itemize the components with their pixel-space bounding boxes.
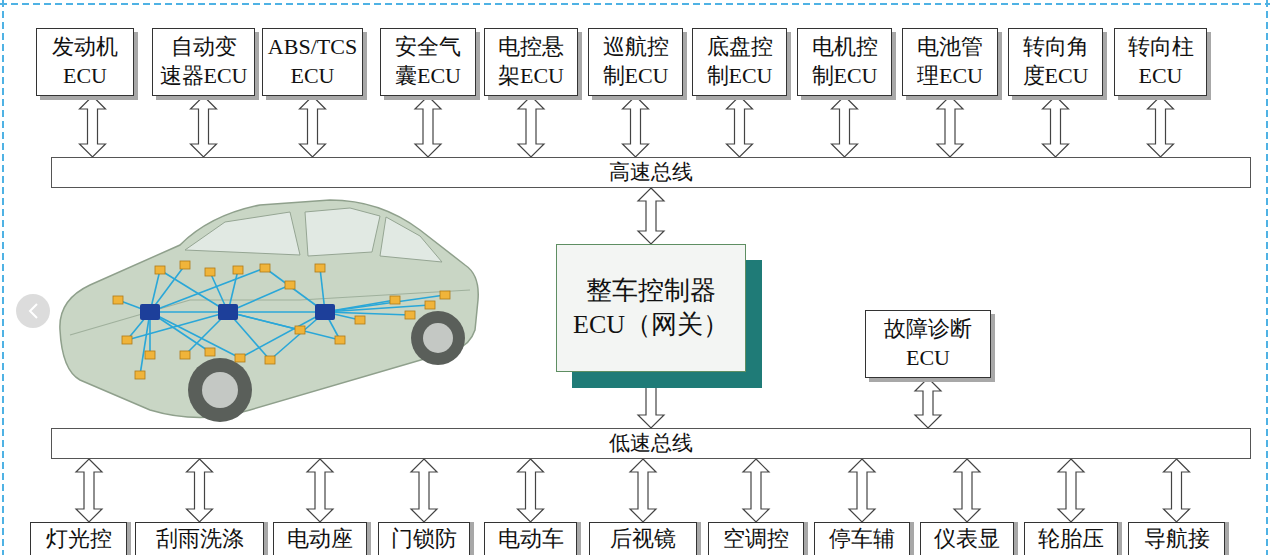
box-label: 电控悬 架ECU (488, 33, 574, 90)
box-label: 电动座 (287, 525, 353, 554)
frame-line (1266, 0, 1268, 555)
box-label: 电池管 理ECU (906, 33, 994, 90)
ecu-box: 底盘控 制ECU (692, 28, 787, 96)
ecu-box: 转向角 度ECU (1008, 28, 1103, 96)
bus-arrow (638, 188, 664, 244)
bus-arrow (1058, 459, 1084, 522)
ecu-box: 电动座 (273, 522, 367, 555)
car-illustration (60, 200, 478, 422)
box-label: 停车辅 (829, 525, 895, 554)
bus-arrow (727, 96, 753, 157)
box-label: 刮雨洗涤 (156, 525, 244, 554)
ecu-box: 发动机 ECU (36, 28, 134, 96)
ecu-box: 灯光控 (30, 522, 127, 555)
box-label: 轮胎压 (1038, 525, 1104, 554)
bus-arrow (954, 459, 980, 522)
bus-arrow (915, 378, 941, 428)
box-label: 整车控制器 ECU（网关） (560, 274, 742, 342)
bus-arrow (300, 96, 326, 157)
frame-line (0, 3, 1270, 5)
ecu-box: 安全气 囊ECU (380, 28, 476, 96)
bus-arrow (1148, 96, 1174, 157)
nav-button (16, 294, 50, 328)
bus-arrow (187, 459, 213, 522)
bus-arrow (1164, 459, 1190, 522)
ecu-box: 电动车 (484, 522, 577, 555)
bus-arrow (518, 96, 544, 157)
ecu-box: 导航接 (1128, 522, 1225, 555)
box-label: 空调控 (723, 525, 789, 554)
bus-arrow (832, 96, 858, 157)
box-label: 发动机 ECU (40, 33, 130, 90)
box-label: 门锁防 (391, 525, 457, 554)
box-label: 安全气 囊ECU (384, 33, 472, 90)
box-label: 后视镜 (610, 525, 676, 554)
ecu-box: 轮胎压 (1024, 522, 1118, 555)
bus-arrow (76, 459, 102, 522)
bus-arrow (411, 459, 437, 522)
bus-arrow (1043, 96, 1069, 157)
bus-arrow (937, 96, 963, 157)
bus-arrow (307, 459, 333, 522)
box-label: 导航接 (1144, 525, 1210, 554)
bus-arrow (849, 459, 875, 522)
ecu-box: 刮雨洗涤 (135, 522, 264, 555)
box-label: 故障诊断 ECU (869, 315, 987, 372)
box-label: 巡航控 制ECU (592, 33, 679, 90)
box-label: 仪表显 (934, 525, 1000, 554)
bus-arrow (415, 96, 441, 157)
ecu-box: 仪表显 (920, 522, 1014, 555)
bus-band: 高速总线 (51, 157, 1251, 188)
box-label: 电机控 制ECU (801, 33, 888, 90)
ecu-box: 空调控 (708, 522, 804, 555)
ecu-box: ABS/TCS ECU (262, 28, 363, 96)
frame-line (2, 0, 4, 555)
ecu-box: 电池管 理ECU (902, 28, 998, 96)
ecu-box: 自动变 速器ECU (152, 28, 255, 96)
ecu-box: 转向柱 ECU (1114, 28, 1207, 96)
ecu-box: 门锁防 (378, 522, 470, 555)
box-label: 电动车 (498, 525, 564, 554)
ecu-box: 电控悬 架ECU (484, 28, 578, 96)
bus-arrow (630, 459, 656, 522)
bus-arrow (191, 96, 217, 157)
bus-band: 低速总线 (51, 428, 1251, 459)
bus-arrow (623, 96, 649, 157)
bus-arrow (638, 372, 664, 428)
box-label: 转向柱 ECU (1118, 33, 1203, 90)
ecu-box: 后视镜 (589, 522, 697, 555)
bus-arrow (518, 459, 544, 522)
gateway-box: 整车控制器 ECU（网关） (556, 244, 746, 372)
bus-label: 高速总线 (609, 159, 693, 186)
box-label: 自动变 速器ECU (156, 33, 251, 90)
ecu-box: 电机控 制ECU (797, 28, 892, 96)
ecu-box: 故障诊断 ECU (865, 310, 991, 378)
box-label: 灯光控 (46, 525, 112, 554)
ecu-box: 巡航控 制ECU (588, 28, 683, 96)
bus-label: 低速总线 (609, 430, 693, 457)
bus-arrow (80, 96, 106, 157)
box-label: 底盘控 制ECU (696, 33, 783, 90)
box-label: ABS/TCS ECU (266, 33, 359, 90)
ecu-box: 停车辅 (814, 522, 910, 555)
box-label: 转向角 度ECU (1012, 33, 1099, 90)
bus-arrow (743, 459, 769, 522)
